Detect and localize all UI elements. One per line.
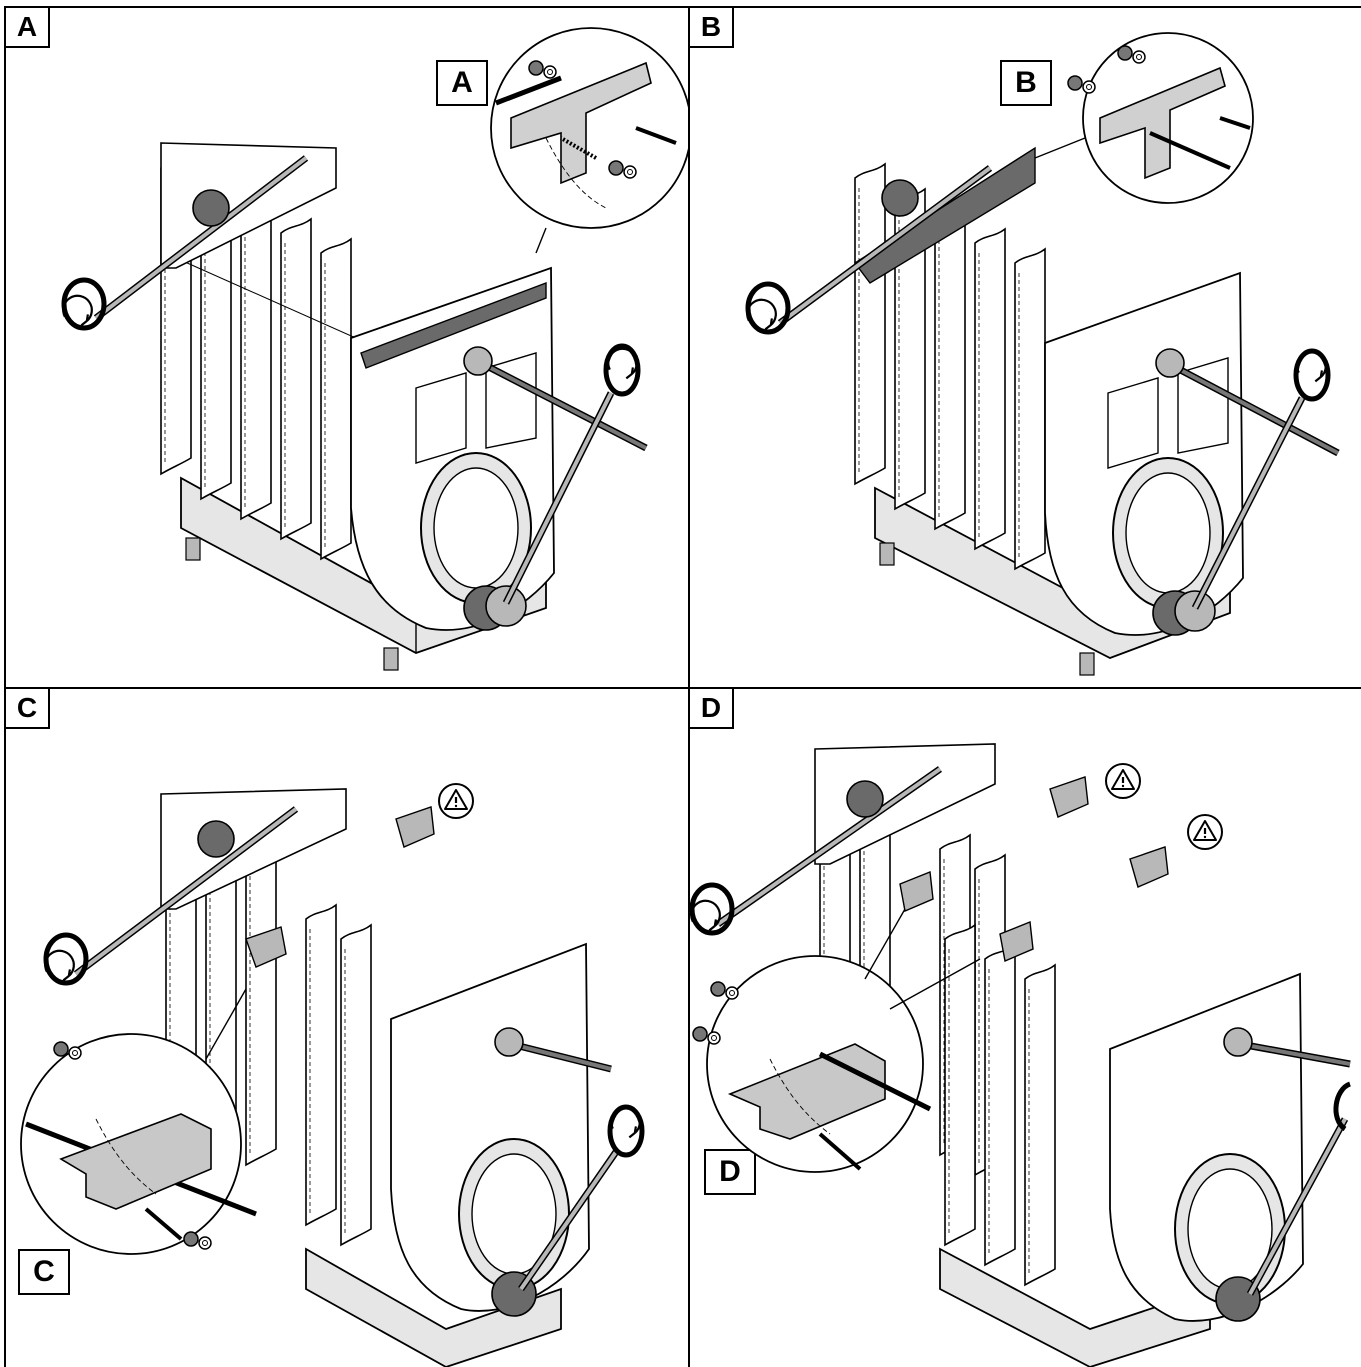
panel-b: B B	[688, 6, 1361, 689]
boiler-illustration-a	[61, 27, 688, 671]
panel-d: D D	[688, 687, 1361, 1367]
callout-label-d: D	[704, 1149, 756, 1195]
panel-label-c: C	[4, 687, 50, 729]
boiler-illustration-d	[690, 743, 1352, 1367]
callout-label-a: A	[436, 60, 488, 106]
panel-label-d: D	[688, 687, 734, 729]
panel-label-a: A	[4, 6, 50, 48]
callout-label-b: B	[1000, 60, 1052, 106]
boiler-illustration-b	[745, 32, 1340, 676]
callout-label-c: C	[18, 1249, 70, 1295]
panel-a: A A	[4, 6, 690, 689]
panel-c: C C	[4, 687, 690, 1367]
boiler-illustration-c	[20, 782, 645, 1367]
panel-label-b: B	[688, 6, 734, 48]
